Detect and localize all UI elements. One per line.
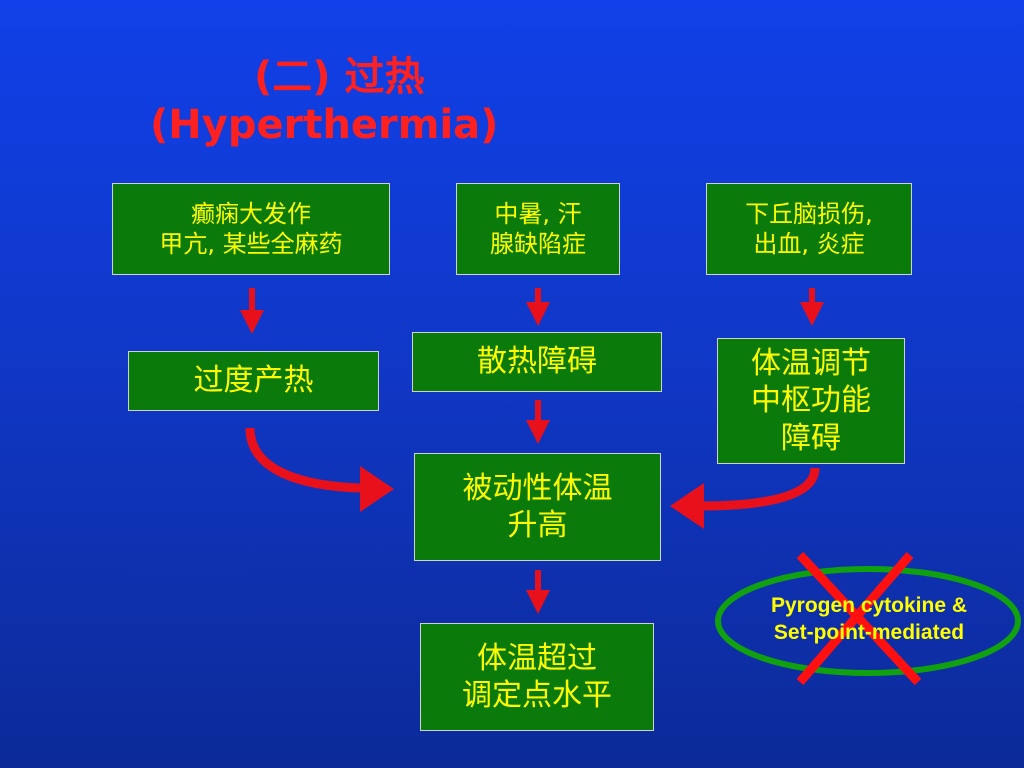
mechanism-left-label: 过度产热 — [193, 363, 314, 399]
mechanism-middle-label: 散热障碍 — [477, 344, 597, 380]
cause-right-label: 下丘脑损伤, 出血, 炎症 — [745, 200, 873, 258]
arrowhead-right-curve — [670, 483, 704, 529]
slide-title: (二) 过热 (Hyperthermia) — [150, 55, 498, 147]
mechanism-box-right: 体温调节 中枢功能 障碍 — [717, 338, 905, 464]
cause-middle-label: 中暑, 汗 腺缺陷症 — [490, 200, 586, 258]
title-chinese: (二) 过热 — [253, 54, 425, 100]
mechanism-right-label: 体温调节 中枢功能 障碍 — [751, 345, 871, 456]
cross-line-2 — [796, 552, 914, 685]
cause-box-left: 癫痫大发作 甲亢, 某些全麻药 — [112, 183, 390, 275]
arrow-left-curve — [245, 427, 361, 493]
cause-left-label: 癫痫大发作 甲亢, 某些全麻药 — [159, 200, 343, 258]
cause-box-right: 下丘脑损伤, 出血, 炎症 — [706, 183, 912, 275]
outcome-box: 体温超过 调定点水平 — [420, 623, 654, 731]
arrowhead-left-curve — [360, 466, 394, 512]
excluded-mechanism-label: Pyrogen cytokine & Set-point-mediated — [724, 592, 1014, 647]
result-label: 被动性体温 升高 — [462, 470, 613, 544]
mechanism-box-middle: 散热障碍 — [412, 332, 662, 392]
mechanism-box-left: 过度产热 — [128, 351, 379, 411]
result-box: 被动性体温 升高 — [414, 453, 661, 561]
title-english: (Hyperthermia) — [150, 102, 499, 148]
excluded-text: Pyrogen cytokine & Set-point-mediated — [770, 594, 968, 645]
excluded-ellipse — [715, 566, 1021, 676]
arrow-right-curve — [699, 467, 820, 511]
outcome-label: 体温超过 调定点水平 — [462, 640, 612, 714]
cause-box-middle: 中暑, 汗 腺缺陷症 — [456, 183, 620, 275]
